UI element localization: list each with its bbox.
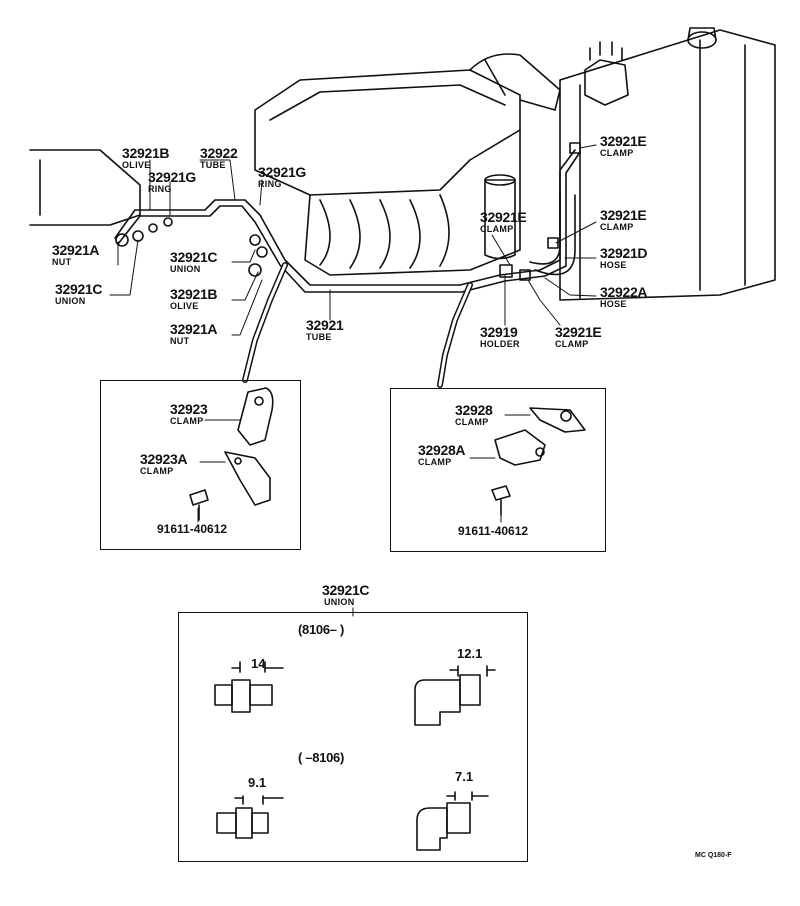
part-number: 32928 — [455, 402, 493, 418]
detail-right-32928a-clamp: 32928A CLAMP — [418, 442, 466, 467]
detail-left-32923-clamp: 32923 CLAMP — [170, 401, 208, 426]
callout-32921g-ring-mid: 32921G RING — [258, 165, 306, 189]
callout-32921c-union-mid: 32921C UNION — [170, 249, 218, 274]
callout-name: NUT — [52, 257, 72, 267]
callout-number: 32921D — [600, 245, 648, 261]
callout-number: 32921 — [306, 317, 344, 333]
callout-number: 32919 — [480, 324, 518, 340]
callout-number: 32921C — [55, 281, 103, 297]
callout-name: HOSE — [600, 260, 627, 270]
callout-name: CLAMP — [600, 222, 634, 232]
callout-32921c-union-left: 32921C UNION — [55, 281, 103, 306]
callout-32921e-clamp-3: 32921E CLAMP — [600, 207, 647, 232]
callout-32921b-olive-top: 32921B OLIVE — [122, 145, 170, 170]
callout-32921g-ring-left: 32921G RING — [148, 170, 196, 194]
detail-box-clamps-left — [100, 380, 301, 550]
part-number: 32923 — [170, 401, 208, 417]
detail-left-bolt-number: 91611-40612 — [157, 522, 228, 536]
part-number: 32923A — [140, 451, 188, 467]
callout-32921-tube: 32921 TUBE — [306, 317, 344, 342]
callout-32921a-nut-mid: 32921A NUT — [170, 321, 218, 346]
callout-32921b-olive-mid: 32921B OLIVE — [170, 286, 218, 311]
union-dim-12-1: 12.1 — [457, 646, 483, 661]
callout-number: 32921E — [480, 209, 527, 225]
callout-name: TUBE — [200, 160, 226, 170]
callout-name: OLIVE — [170, 301, 199, 311]
figure-code: MC Q180-F — [695, 852, 732, 859]
callout-32922a-hose: 32922A HOSE — [600, 284, 648, 309]
union-range-old: ( –8106) — [298, 750, 345, 765]
part-name: CLAMP — [455, 417, 489, 427]
callout-name: HOSE — [600, 299, 627, 309]
callout-name: UNION — [55, 296, 86, 306]
callout-name: RING — [258, 179, 282, 189]
callout-number: 32922A — [600, 284, 648, 300]
detail-box-clamps-right — [390, 388, 606, 552]
union-range-new: (8106– ) — [298, 622, 345, 637]
detail-box-union — [178, 612, 528, 862]
callout-number: 32921B — [170, 286, 218, 302]
detail-left-32923a-clamp: 32923A CLAMP — [140, 451, 188, 476]
part-name: CLAMP — [140, 466, 174, 476]
callout-32921e-clamp-2: 32921E CLAMP — [480, 209, 527, 234]
callout-number: 32921E — [555, 324, 602, 340]
callout-name: NUT — [170, 336, 190, 346]
callout-32919-holder: 32919 HOLDER — [480, 325, 520, 349]
part-name: CLAMP — [170, 416, 204, 426]
callout-32921a-nut-top: 32921A NUT — [52, 242, 100, 267]
callout-32921e-clamp-1: 32921E CLAMP — [600, 133, 647, 158]
callout-number: 32921G — [148, 169, 197, 185]
callout-number: 32921A — [170, 321, 218, 337]
detail-right-32928-clamp: 32928 CLAMP — [455, 402, 493, 427]
part-name: CLAMP — [418, 457, 452, 467]
callout-name: CLAMP — [480, 224, 514, 234]
callout-32921e-clamp-4: 32921E CLAMP — [555, 324, 602, 349]
callout-32921d-hose: 32921D HOSE — [600, 245, 648, 270]
callout-name: TUBE — [306, 332, 332, 342]
union-number: 32921C — [322, 582, 370, 598]
callout-number: 32921E — [600, 207, 647, 223]
callout-name: HOLDER — [480, 339, 520, 349]
part-number: 32928A — [418, 442, 466, 458]
union-detail-title: 32921C UNION — [322, 582, 370, 607]
union-dim-9-1: 9.1 — [248, 775, 267, 790]
callout-name: OLIVE — [122, 160, 151, 170]
union-name: UNION — [324, 597, 355, 607]
callout-name: CLAMP — [555, 339, 589, 349]
callout-number: 32921A — [52, 242, 100, 258]
callout-32922-tube: 32922 TUBE — [200, 145, 238, 170]
callout-name: UNION — [170, 264, 201, 274]
callout-number: 32921G — [258, 164, 307, 180]
callout-name: RING — [148, 184, 172, 194]
callout-number: 32921C — [170, 249, 218, 265]
callout-number: 32921B — [122, 145, 170, 161]
detail-right-bolt-number: 91611-40612 — [458, 524, 529, 538]
callout-name: CLAMP — [600, 148, 634, 158]
callout-number: 32922 — [200, 145, 238, 161]
union-dim-14: 14 — [251, 656, 266, 671]
union-dim-7-1: 7.1 — [455, 769, 474, 784]
callout-number: 32921E — [600, 133, 647, 149]
